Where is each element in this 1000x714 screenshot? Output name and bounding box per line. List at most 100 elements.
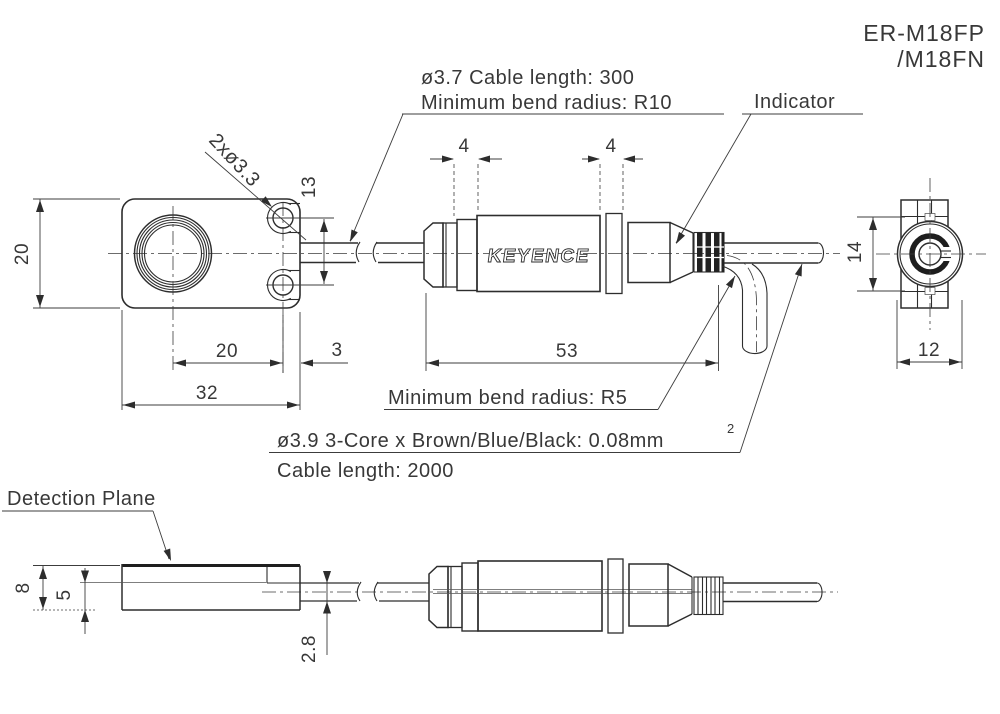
dim-label: 20 xyxy=(216,341,238,362)
front-view: 20 20 3 32 13 xyxy=(12,129,348,410)
arrowhead xyxy=(320,271,328,283)
cable-grommet-ribs xyxy=(693,231,725,273)
cable-segment xyxy=(300,241,424,264)
arrowhead xyxy=(36,295,44,307)
arrowhead xyxy=(163,548,171,561)
break-symbol xyxy=(356,581,362,602)
dim-label: 13 xyxy=(299,176,320,198)
core-spec-note: ø3.9 3-Core x Brown/Blue/Black: 0.08mm 2 xyxy=(269,263,803,453)
arrowhead xyxy=(869,218,877,230)
arrowhead xyxy=(323,571,331,583)
dim-label: 32 xyxy=(196,383,218,404)
dim-hole-to-center: 20 xyxy=(173,312,301,410)
head-side-profile xyxy=(80,564,301,611)
brand-logo: KEYENCE xyxy=(486,246,591,267)
cable-grommet-ribs xyxy=(693,576,724,616)
dim-label: 4 xyxy=(605,136,616,157)
arrowhead xyxy=(270,359,282,367)
bent-cable-phantom xyxy=(721,255,768,355)
leader-line xyxy=(675,113,752,244)
arrowhead xyxy=(36,200,44,212)
arrowhead xyxy=(427,359,439,367)
arrowhead xyxy=(869,278,877,290)
cap-ring xyxy=(447,565,463,629)
arrowhead xyxy=(350,229,358,242)
note-superscript: 2 xyxy=(727,421,735,436)
arrowhead xyxy=(39,597,47,609)
model-number-line1: ER-M18FP xyxy=(863,20,985,46)
arrowhead xyxy=(174,359,186,367)
bend-centerline xyxy=(726,255,757,352)
dim-head-height: 8 xyxy=(13,565,120,611)
neck-cylinder xyxy=(461,562,479,632)
dim-label: 3 xyxy=(331,340,342,361)
arrowhead xyxy=(725,276,735,289)
head-outline xyxy=(121,198,301,309)
arrowhead xyxy=(588,155,600,163)
arrowhead xyxy=(898,358,910,366)
model-title: ER-M18FP /M18FN xyxy=(863,20,985,72)
note-label: 2xø3.3 xyxy=(204,129,264,191)
cable-end xyxy=(817,242,825,264)
dim-label: 20 xyxy=(12,243,33,265)
leader-line xyxy=(739,263,803,453)
leader-line xyxy=(657,275,736,410)
dim-hole-pitch: 13 xyxy=(299,176,328,284)
break-symbol xyxy=(373,581,379,602)
dim-head-lower: 5 xyxy=(54,568,89,634)
detection-plane-note: Detection Plane xyxy=(2,488,171,561)
note-label: Minimum bend radius: R5 xyxy=(388,387,627,409)
dim-end-width: 12 xyxy=(896,300,963,369)
note-label: ø3.9 3-Core x Brown/Blue/Black: 0.08mm xyxy=(277,430,664,452)
indicator-section xyxy=(627,221,671,284)
arrowhead xyxy=(323,601,331,614)
strain-relief-cap xyxy=(423,222,444,288)
arrowhead xyxy=(623,155,635,163)
note-label: Detection Plane xyxy=(7,488,156,510)
indicator-section xyxy=(628,563,669,627)
min-bend-note: Minimum bend radius: R5 xyxy=(384,275,736,410)
arrowhead xyxy=(39,567,47,579)
dim-label: 2.8 xyxy=(299,635,320,663)
output-cable xyxy=(724,242,825,264)
end-view: 14 12 xyxy=(845,178,986,369)
dim-groove-right: 4 xyxy=(582,136,643,213)
strain-relief-cap xyxy=(428,565,449,629)
dim-groove-left: 4 xyxy=(430,136,502,216)
break-symbol xyxy=(355,241,361,263)
arrowhead xyxy=(478,155,490,163)
arrowhead xyxy=(794,264,802,277)
dim-label: 14 xyxy=(845,241,866,263)
dim-label: 8 xyxy=(13,582,34,593)
dim-label: 53 xyxy=(556,341,578,362)
arrowhead xyxy=(676,231,685,244)
dim-label: 12 xyxy=(918,340,940,361)
arrowhead xyxy=(81,610,89,622)
dim-label: 4 xyxy=(458,136,469,157)
break-symbol xyxy=(372,241,378,263)
dim-connector-length: 53 xyxy=(425,285,719,371)
dim-end-height: 14 xyxy=(845,216,905,292)
arrowhead xyxy=(705,359,718,367)
cap-ring xyxy=(442,222,458,288)
leader-line xyxy=(349,113,404,242)
arrowhead xyxy=(287,401,299,409)
dim-front-width: 32 xyxy=(121,310,300,410)
bottom-side-view: 8 5 2.8 xyxy=(13,558,838,663)
cable-length-note: Cable length: 2000 xyxy=(277,460,454,482)
arrowhead xyxy=(320,220,328,232)
connector-body xyxy=(477,560,603,632)
cable-segment xyxy=(300,581,429,602)
arrowhead xyxy=(260,196,272,207)
note-line2: Minimum bend radius: R10 xyxy=(421,92,672,114)
arrowhead xyxy=(301,359,313,367)
dim-label: 5 xyxy=(54,589,75,600)
note-line1: ø3.7 Cable length: 300 xyxy=(421,67,634,89)
cable-spec-note: ø3.7 Cable length: 300 Minimum bend radi… xyxy=(349,67,724,242)
top-assembly-view: KEYENCE xyxy=(300,136,825,371)
output-cable xyxy=(723,582,823,603)
dim-front-height: 20 xyxy=(12,198,120,309)
dim-cable-offset: 2.8 xyxy=(299,571,331,663)
